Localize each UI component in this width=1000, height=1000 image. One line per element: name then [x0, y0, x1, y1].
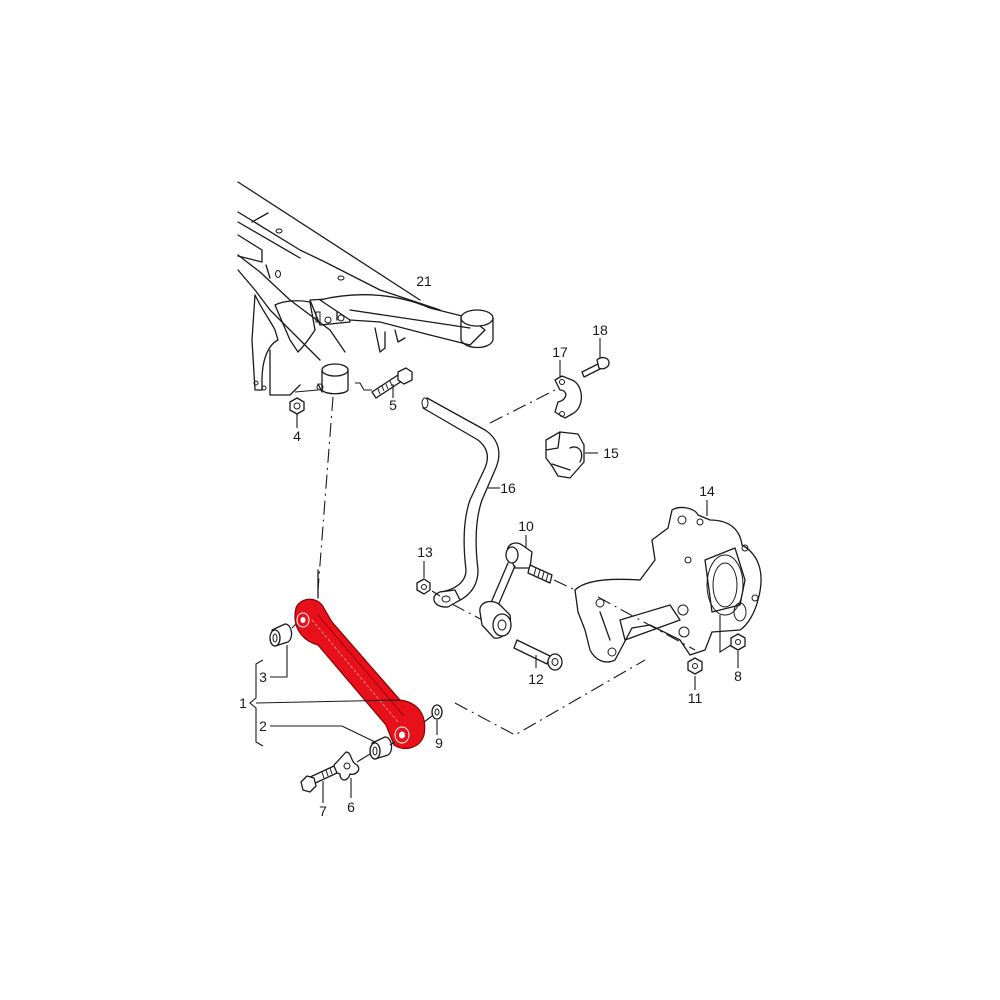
callout-5[interactable]: 5 — [389, 397, 397, 413]
callout-12[interactable]: 12 — [528, 671, 544, 687]
callout-8[interactable]: 8 — [734, 668, 742, 684]
center-line — [553, 579, 576, 591]
bushing-2-drawing — [270, 725, 396, 760]
center-line — [489, 389, 556, 424]
nut-4-drawing — [289, 397, 305, 428]
bolt-12-drawing — [513, 639, 563, 671]
callout-10[interactable]: 10 — [518, 518, 534, 534]
bracket-1 — [249, 659, 401, 747]
clamp-17-drawing — [554, 360, 583, 419]
stabilizer-link-10-drawing — [479, 535, 553, 639]
callout-2[interactable]: 2 — [259, 718, 267, 734]
callout-21[interactable]: 21 — [416, 273, 432, 289]
callout-17[interactable]: 17 — [552, 344, 568, 360]
center-line — [317, 396, 334, 591]
callout-16[interactable]: 16 — [500, 480, 516, 496]
callout-18[interactable]: 18 — [592, 322, 608, 338]
wheel-hub-housing-14-drawing — [574, 500, 762, 663]
bushing-15-drawing — [545, 431, 598, 479]
callout-7[interactable]: 7 — [319, 803, 327, 819]
bolt-7-drawing — [300, 765, 338, 803]
callout-4[interactable]: 4 — [293, 428, 301, 444]
callout-15[interactable]: 15 — [603, 445, 619, 461]
callout-6[interactable]: 6 — [347, 799, 355, 815]
center-line — [597, 596, 696, 651]
nut-8-drawing — [719, 615, 746, 668]
stabilizer-bar-drawing — [421, 397, 500, 608]
callout-3[interactable]: 3 — [259, 669, 267, 685]
subframe-drawing — [237, 181, 494, 396]
bolt-5-drawing — [355, 367, 413, 399]
callout-14[interactable]: 14 — [699, 483, 715, 499]
washer-9-drawing — [423, 704, 443, 735]
nut-13-drawing — [416, 561, 431, 595]
callout-13[interactable]: 13 — [417, 544, 433, 560]
bolt-18-drawing — [581, 338, 610, 378]
nut-11-drawing — [687, 657, 703, 690]
bushing-3-drawing — [269, 623, 297, 678]
center-line — [454, 659, 646, 736]
center-line — [451, 603, 487, 623]
callout-1[interactable]: 1 — [239, 695, 247, 711]
callout-11[interactable]: 11 — [687, 690, 703, 706]
center-line — [431, 590, 441, 597]
highlighted-control-arm-1[interactable] — [294, 569, 426, 749]
eccentric-washer-6-drawing — [332, 751, 371, 798]
callout-9[interactable]: 9 — [435, 735, 443, 751]
